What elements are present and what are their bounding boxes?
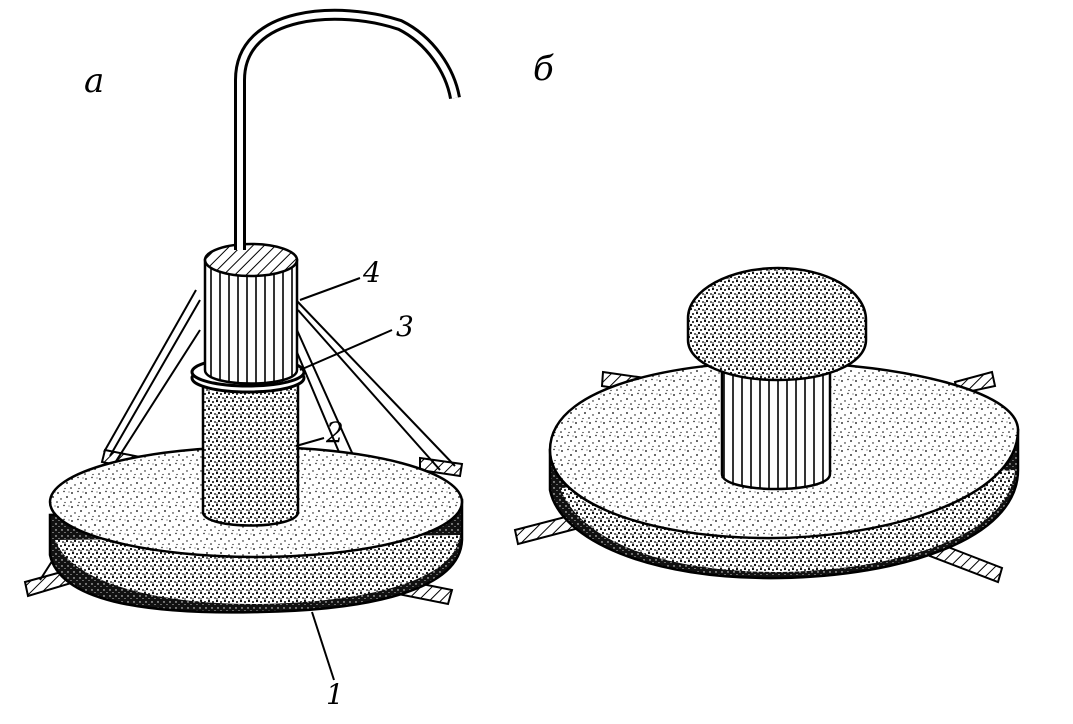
cap-cylinder-4 (203, 242, 299, 385)
part-label-3: 3 (396, 310, 414, 343)
panel-label-b: б (533, 49, 554, 89)
base-disc-b (548, 360, 1020, 580)
cap-b (686, 266, 868, 382)
panel-label-a: а (84, 61, 104, 101)
part-label-4: 4 (362, 256, 381, 289)
cylinder-b (720, 353, 832, 491)
specimen-cylinder-2 (201, 380, 300, 527)
panel-b-assembly: б (513, 49, 1020, 584)
part-label-2: 2 (325, 416, 344, 449)
leader-lines (295, 277, 393, 681)
hook-wire (234, 8, 461, 250)
part-label-1: 1 (326, 678, 344, 711)
panel-a-assembly: а 4 3 2 1 (23, 8, 464, 711)
